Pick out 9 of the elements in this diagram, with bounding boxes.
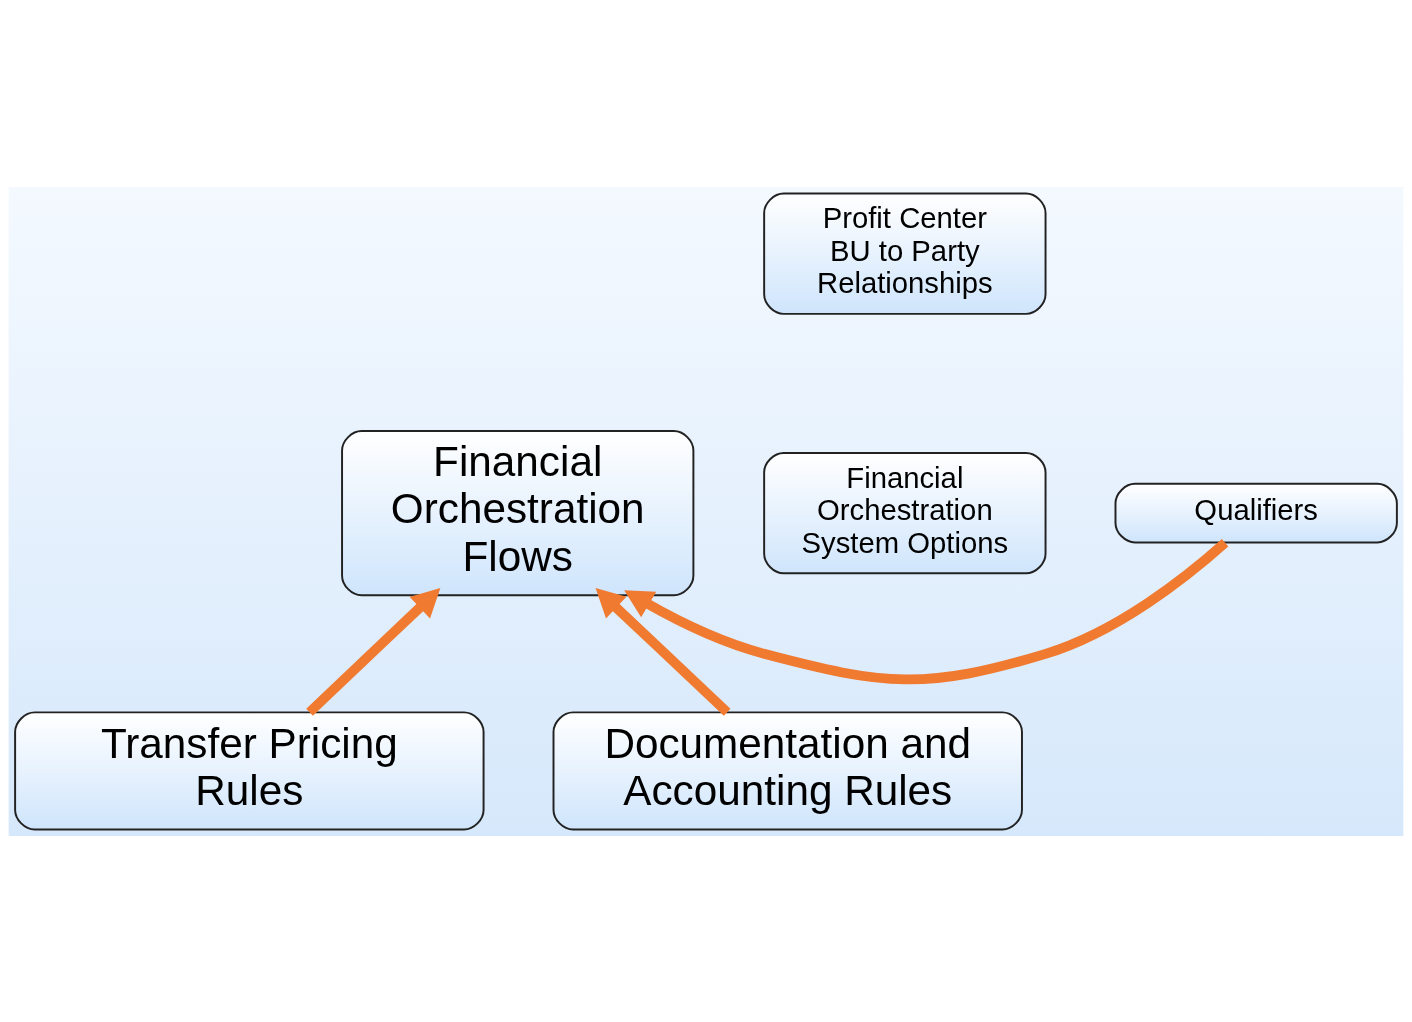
node-box: Transfer Pricing Rules	[14, 710, 485, 830]
node-box: Documentation and Accounting Rules	[552, 710, 1023, 830]
arrow	[595, 587, 731, 716]
node-box: Financial Orchestration Flows	[341, 429, 695, 596]
node-box: Financial Orchestration System Options	[763, 451, 1047, 574]
node-box: Qualifiers	[1114, 482, 1398, 543]
arrow	[624, 538, 1229, 684]
node-box: Profit Center BU to Party Relationships	[763, 192, 1047, 315]
arrow	[306, 587, 441, 716]
